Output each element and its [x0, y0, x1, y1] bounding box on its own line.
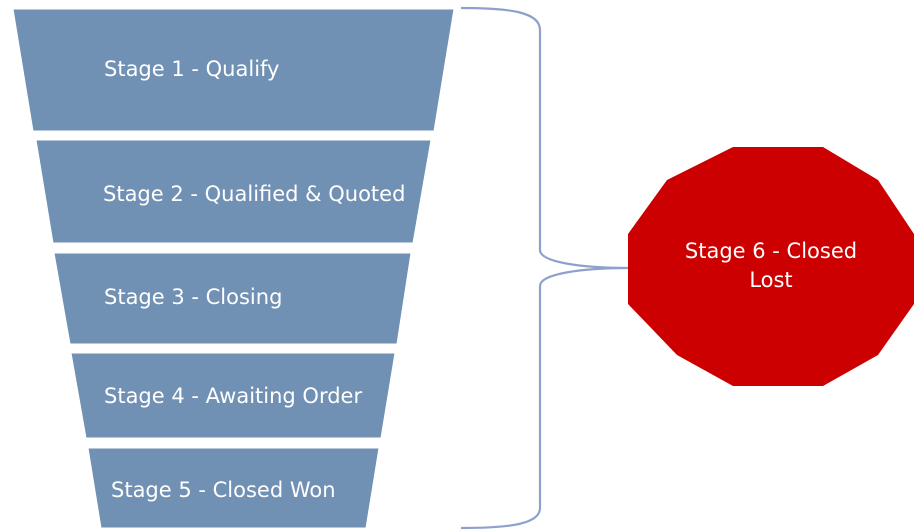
- funnel-stage-3: Stage 3 - Closing: [53, 252, 412, 345]
- lost-stage: Stage 6 - Closed Lost: [628, 147, 914, 386]
- funnel-stage-2-shape: [35, 139, 432, 244]
- lost-stage-label-line1: Stage 6 - Closed: [685, 239, 857, 263]
- funnel-stage-4: Stage 4 - Awaiting Order: [70, 352, 396, 439]
- funnel-stage-3-shape: [53, 252, 412, 345]
- funnel-stage-5-shape: [87, 447, 380, 529]
- funnel-stage-5: Stage 5 - Closed Won: [87, 447, 380, 529]
- funnel-stage-4-label: Stage 4 - Awaiting Order: [104, 384, 362, 408]
- funnel-stage-2: Stage 2 - Qualified & Quoted: [35, 139, 432, 244]
- funnel-stage-3-label: Stage 3 - Closing: [104, 285, 282, 309]
- lost-stage-shape: [628, 147, 914, 386]
- funnel: Stage 1 - Qualify Stage 2 - Qualified & …: [12, 8, 455, 529]
- funnel-stage-1-shape: [12, 8, 455, 132]
- funnel-stage-5-label: Stage 5 - Closed Won: [111, 478, 336, 502]
- funnel-stage-1: Stage 1 - Qualify: [12, 8, 455, 132]
- lost-stage-label-line2: Lost: [749, 268, 792, 292]
- funnel-stage-4-shape: [70, 352, 396, 439]
- funnel-stage-1-label: Stage 1 - Qualify: [104, 57, 279, 81]
- curly-brace: [460, 6, 631, 530]
- funnel-stage-2-label: Stage 2 - Qualified & Quoted: [103, 182, 405, 206]
